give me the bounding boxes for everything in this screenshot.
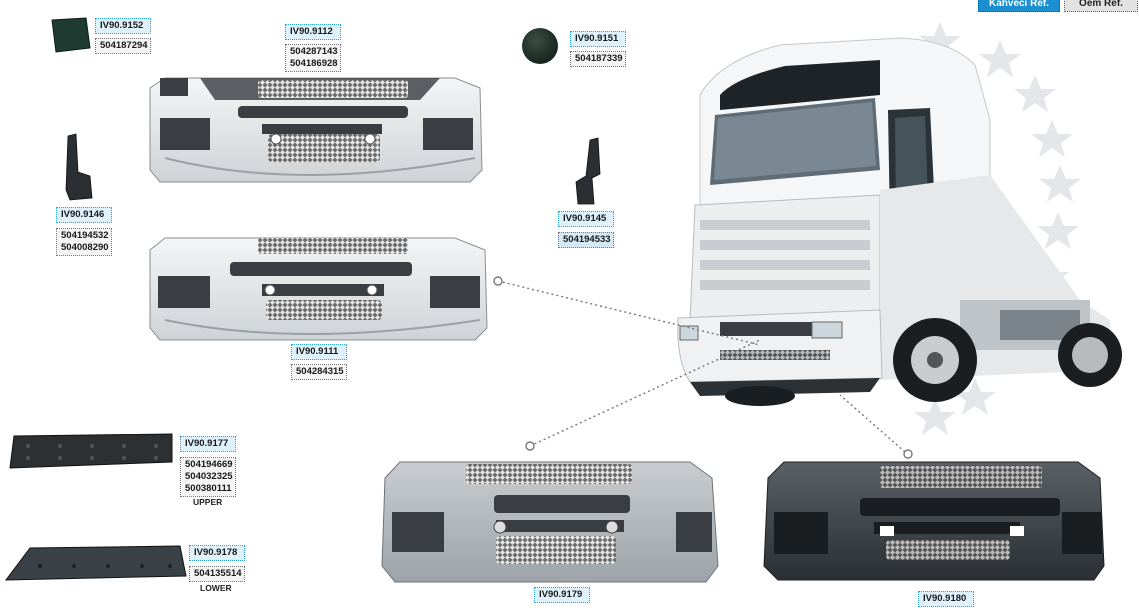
legend-oem-ref: Oem Ref. <box>1064 0 1138 12</box>
oem-number: 504284315 <box>296 366 344 377</box>
truck-image <box>677 37 1122 406</box>
bumper-9179-part <box>381 461 719 583</box>
oem-number: 504032325 <box>185 470 233 482</box>
connector-lines <box>497 280 906 453</box>
oem-number: 504194533 <box>563 234 611 245</box>
part-9112-ref: IV90.9112 <box>285 24 341 40</box>
lower-grille-strip-part <box>4 545 187 581</box>
round-cap-part <box>522 28 558 64</box>
oem-number: 504194669 <box>185 459 233 470</box>
part-9177-ref: IV90.9177 <box>180 436 236 452</box>
bumper-9111-part <box>149 237 488 341</box>
oem-number: 504135514 <box>194 568 242 579</box>
left-bracket-part <box>65 133 93 201</box>
part-9111-ref: IV90.9111 <box>291 344 347 360</box>
part-9146-ref: IV90.9146 <box>56 207 112 223</box>
oem-number: 504186928 <box>290 57 338 69</box>
oem-number: 504008290 <box>61 241 109 253</box>
part-9177-note: UPPER <box>193 497 223 507</box>
legend-kahveci-ref: Kahveci Ref. <box>978 0 1060 12</box>
part-9152-oem: 504187294 <box>95 38 151 54</box>
oem-number: 504187339 <box>575 53 623 64</box>
upper-grille-strip-part <box>9 433 173 469</box>
part-9111-oem: 504284315 <box>291 364 347 380</box>
bumper-9112-part <box>149 77 483 183</box>
bumper-9180-part <box>763 461 1105 581</box>
oem-number: 504194532 <box>61 230 109 241</box>
part-9151-oem: 504187339 <box>570 51 626 67</box>
oem-number: 504287143 <box>290 46 338 57</box>
part-9145-ref: IV90.9145 <box>558 211 614 227</box>
part-9178-ref: IV90.9178 <box>189 545 245 561</box>
square-cover-part <box>51 17 91 53</box>
oem-number: 504187294 <box>100 40 148 51</box>
connector-dot <box>493 276 503 286</box>
part-9152-ref: IV90.9152 <box>95 18 151 34</box>
part-9179-ref: IV90.9179 <box>534 587 590 603</box>
part-9178-oem: 504135514 <box>189 566 245 582</box>
oem-number: 500380111 <box>185 482 232 494</box>
part-9177-oem: 504194669 504032325 500380111 <box>180 457 236 497</box>
connector-dot <box>525 441 535 451</box>
part-9146-oem: 504194532 504008290 <box>56 228 112 256</box>
connector-dot <box>903 449 913 459</box>
part-9151-ref: IV90.9151 <box>570 31 626 47</box>
part-9178-note: LOWER <box>200 583 232 593</box>
part-9180-ref: IV90.9180 <box>918 591 974 607</box>
part-9145-oem: 504194533 <box>558 232 614 248</box>
right-bracket-part <box>575 137 601 205</box>
part-9112-oem: 504287143 504186928 <box>285 44 341 72</box>
